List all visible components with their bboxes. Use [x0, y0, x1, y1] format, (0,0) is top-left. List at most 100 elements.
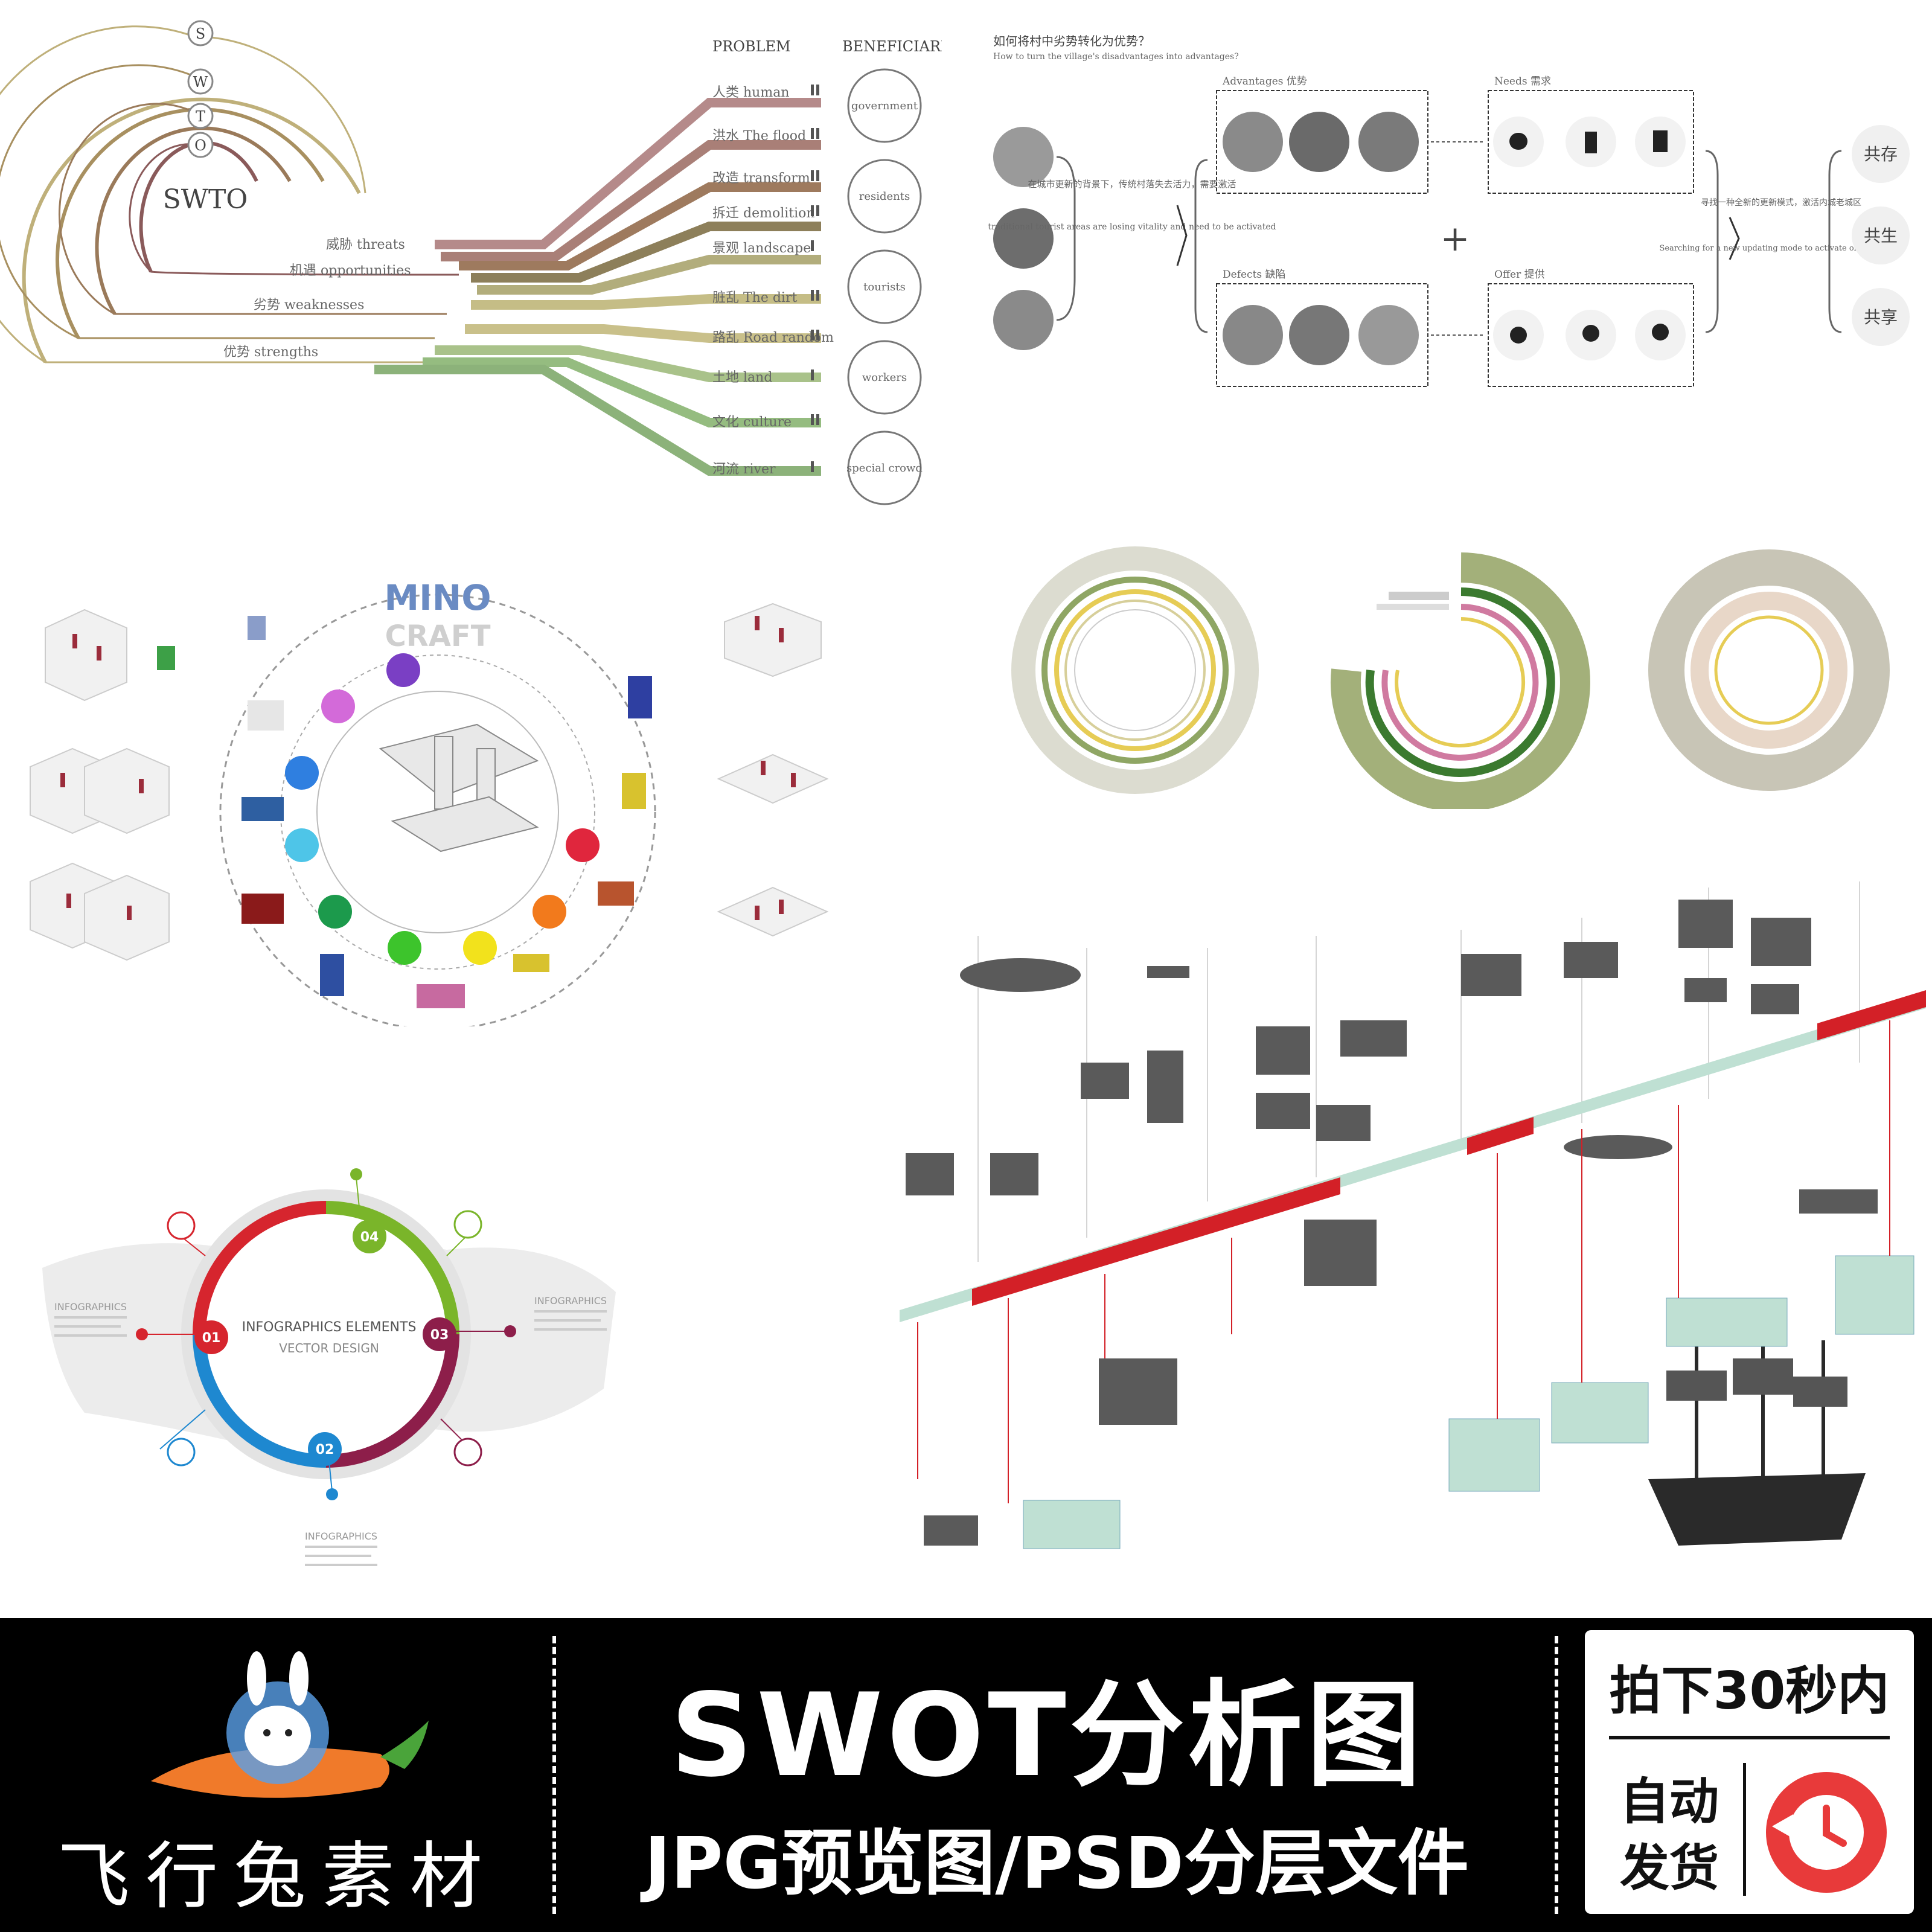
ring-3 — [1648, 549, 1890, 791]
infographic-title: INFOGRAPHICS ELEMENTS — [242, 1320, 417, 1335]
text-cards — [1023, 1255, 1914, 1549]
advantages-box — [1216, 90, 1428, 194]
side-label-right: INFOGRAPHICS — [534, 1295, 607, 1307]
banner-subtitle: JPG预览图/PSD分层文件 — [644, 1822, 1469, 1905]
defects-box — [1216, 283, 1428, 387]
beneficiary-residents — [847, 159, 922, 234]
svg-text:W: W — [193, 74, 208, 91]
infographic-circle: 01 02 03 04 INFOGRAPHICS ELEMENTS VECTOR… — [42, 1168, 616, 1566]
needs-label: Needs 需求 — [1494, 75, 1551, 88]
banner-title: SWOT分析图 — [670, 1669, 1425, 1802]
problem-8: 土地 land — [712, 370, 772, 385]
plus-sign: + — [1441, 218, 1470, 259]
clock-refresh-icon — [1766, 1772, 1887, 1893]
ring-2 — [1330, 552, 1590, 809]
label-opportunities: 机遇 opportunities — [290, 263, 411, 278]
divider-right — [1555, 1636, 1558, 1914]
problem-5: 景观 landscape — [712, 241, 811, 256]
step-03: 03 — [430, 1328, 449, 1343]
problem-4: 拆迁 demolition — [712, 206, 815, 221]
left-note-en: traditional tourist areas are losing vit… — [988, 222, 1276, 232]
swot-letter-o — [187, 132, 214, 158]
beneficiary-government — [847, 68, 922, 143]
left-note-cn: 在城市更新的背景下，传统村落失去活力，需要激活 — [1028, 179, 1236, 190]
ring-1 — [1011, 546, 1259, 794]
swot-center-label: SWTO — [163, 184, 248, 215]
svg-text:workers: workers — [862, 371, 907, 384]
badge-auto-ship: 自动 发货 — [1609, 1769, 1730, 1902]
ring-segment-02 — [193, 1334, 327, 1468]
problem-1: 人类 human — [712, 85, 789, 100]
svg-text:residents: residents — [859, 190, 910, 203]
outer-icons — [136, 1168, 516, 1500]
arc-outer — [22, 97, 361, 363]
tall-ship — [1648, 1310, 1866, 1546]
defects-label: Defects 缺陷 — [1223, 269, 1286, 281]
problem-9: 文化 culture — [712, 415, 792, 430]
badge-line-2: 发货 — [1619, 1840, 1719, 1897]
divider-left — [552, 1636, 556, 1914]
ring-diagrams — [1011, 546, 1890, 809]
advantages-label: Advantages 优势 — [1222, 75, 1307, 88]
problem-2: 洪水 The flood — [712, 129, 806, 144]
beneficiary-workers — [847, 340, 922, 415]
arc-inner — [139, 141, 258, 273]
ship-timeline — [900, 881, 1926, 1549]
timeline-band — [972, 1177, 1340, 1306]
label-strengths: 优势 strengths — [223, 345, 318, 360]
delivery-badge: 拍下30秒内 自动 发货 — [1585, 1630, 1914, 1914]
outcome-coexist: 共存 — [1864, 144, 1898, 164]
infographic-subtitle: VECTOR DESIGN — [279, 1341, 379, 1355]
badge-line-1: 自动 — [1619, 1773, 1719, 1831]
mino-craft-diagram: MINO CRAFT — [30, 577, 829, 1026]
side-label-left: INFOGRAPHICS — [54, 1301, 127, 1313]
people-icons — [811, 85, 819, 472]
label-weaknesses: 劣势 weaknesses — [254, 298, 364, 313]
swot-letter-w — [187, 68, 214, 95]
arc-2 — [56, 107, 325, 339]
right-note-cn: 寻找一种全新的更新模式，激活内城老城区 — [1701, 197, 1861, 208]
svg-text:T: T — [196, 108, 205, 125]
svg-text:O: O — [194, 137, 206, 154]
outcome-share: 共享 — [1864, 307, 1898, 327]
svg-text:government: government — [851, 100, 918, 112]
beneficiary-special-crowd — [847, 430, 922, 505]
badge-divider — [1609, 1736, 1890, 1739]
step-02: 02 — [316, 1442, 334, 1457]
column-problem: PROBLEM — [712, 38, 791, 55]
offer-label: Offer 提供 — [1494, 269, 1545, 281]
flow-title: 如何将村中劣势转化为优势？ — [993, 34, 1150, 48]
label-threats: 威胁 threats — [326, 237, 405, 252]
colored-nodes — [285, 653, 600, 965]
right-cubes — [717, 603, 829, 937]
flow-subtitle: How to turn the village's disadvantages … — [993, 52, 1239, 62]
svg-text:tourists: tourists — [863, 281, 906, 293]
arc-3 — [95, 126, 292, 315]
flow-diagram: 如何将村中劣势转化为优势？ How to turn the village's … — [988, 34, 1910, 387]
problem-7: 路乱 Road random — [712, 330, 834, 345]
column-beneficiaries: BENEFICIARIES — [842, 38, 942, 55]
ring-segment-01 — [193, 1201, 327, 1335]
swot-letter-t — [187, 103, 214, 129]
ring-segment-03 — [325, 1334, 459, 1468]
side-label-bottom: INFOGRAPHICS — [305, 1531, 377, 1542]
step-badges — [194, 1220, 456, 1466]
right-note-en: Searching for a new updating mode to act… — [1659, 244, 1902, 253]
mino-title: MINO — [384, 577, 491, 618]
rabbit-rocket-logo — [151, 1651, 429, 1798]
problem-6: 脏乱 The dirt — [712, 290, 797, 305]
problem-10: 河流 river — [712, 462, 776, 477]
badge-vertical-divider — [1743, 1763, 1746, 1896]
ship-photos — [906, 900, 1878, 1546]
offer-box — [1488, 283, 1694, 387]
craft-title: CRAFT — [385, 619, 491, 653]
svg-text:special crowd: special crowd — [846, 462, 923, 475]
brand-name: 飞行兔素材 — [57, 1835, 498, 1919]
ring-segment-04 — [325, 1201, 459, 1335]
beneficiary-tourists — [847, 249, 922, 324]
problem-3: 改造 transform — [712, 171, 810, 186]
badge-top-text: 拍下30秒内 — [1609, 1661, 1890, 1721]
step-01: 01 — [202, 1331, 221, 1346]
left-cubes — [30, 609, 170, 961]
swot-arc-diagram: S W T O SWTO 威胁 threats 机遇 opportunities… — [0, 20, 942, 505]
